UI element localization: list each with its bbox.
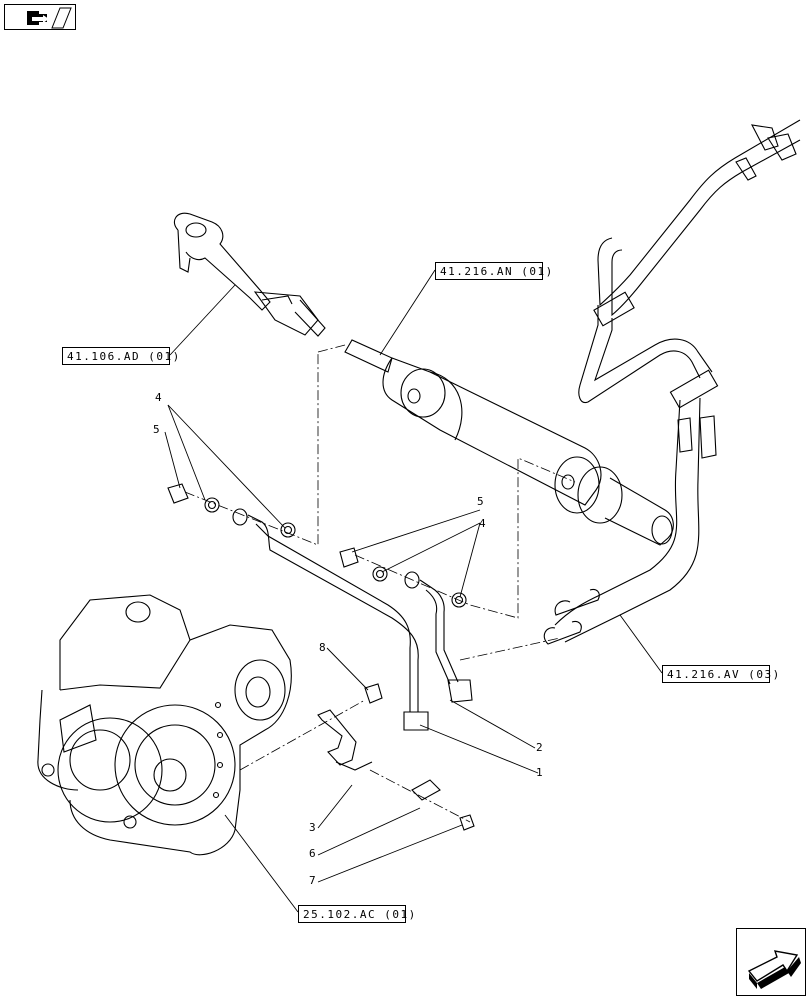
ref-hydraulic-lines[interactable]: 41.216.AV (03) xyxy=(662,665,779,683)
hardware xyxy=(167,483,475,831)
callout-5-left: 5 xyxy=(153,423,160,436)
hydraulic-pipes xyxy=(543,119,801,645)
prev-page-button[interactable] xyxy=(4,4,76,30)
prev-page-arrow-icon xyxy=(27,7,72,29)
brake-pipes xyxy=(232,508,473,731)
next-page-arrow-icon xyxy=(747,950,801,989)
callout-4-left: 4 xyxy=(155,391,162,404)
axle-housing xyxy=(37,594,292,856)
callout-1: 1 xyxy=(536,766,543,779)
callout-6: 6 xyxy=(309,847,316,860)
ref-tie-rod[interactable]: 41.106.AD (01) xyxy=(62,347,179,365)
callout-3: 3 xyxy=(309,821,316,834)
ref-steering-cylinder[interactable]: 41.216.AN (01) xyxy=(435,262,552,280)
assembly-lines xyxy=(184,344,576,823)
tie-rod xyxy=(173,212,326,337)
steering-cylinder xyxy=(344,339,674,546)
callout-2: 2 xyxy=(536,741,543,754)
callout-4-right: 4 xyxy=(479,517,486,530)
callout-8: 8 xyxy=(319,641,326,654)
leader-lines xyxy=(164,269,663,913)
next-page-button[interactable] xyxy=(736,928,806,996)
ref-axle-housing[interactable]: 25.102.AC (01) xyxy=(298,905,415,923)
callout-5-right: 5 xyxy=(477,495,484,508)
callout-7: 7 xyxy=(309,874,316,887)
